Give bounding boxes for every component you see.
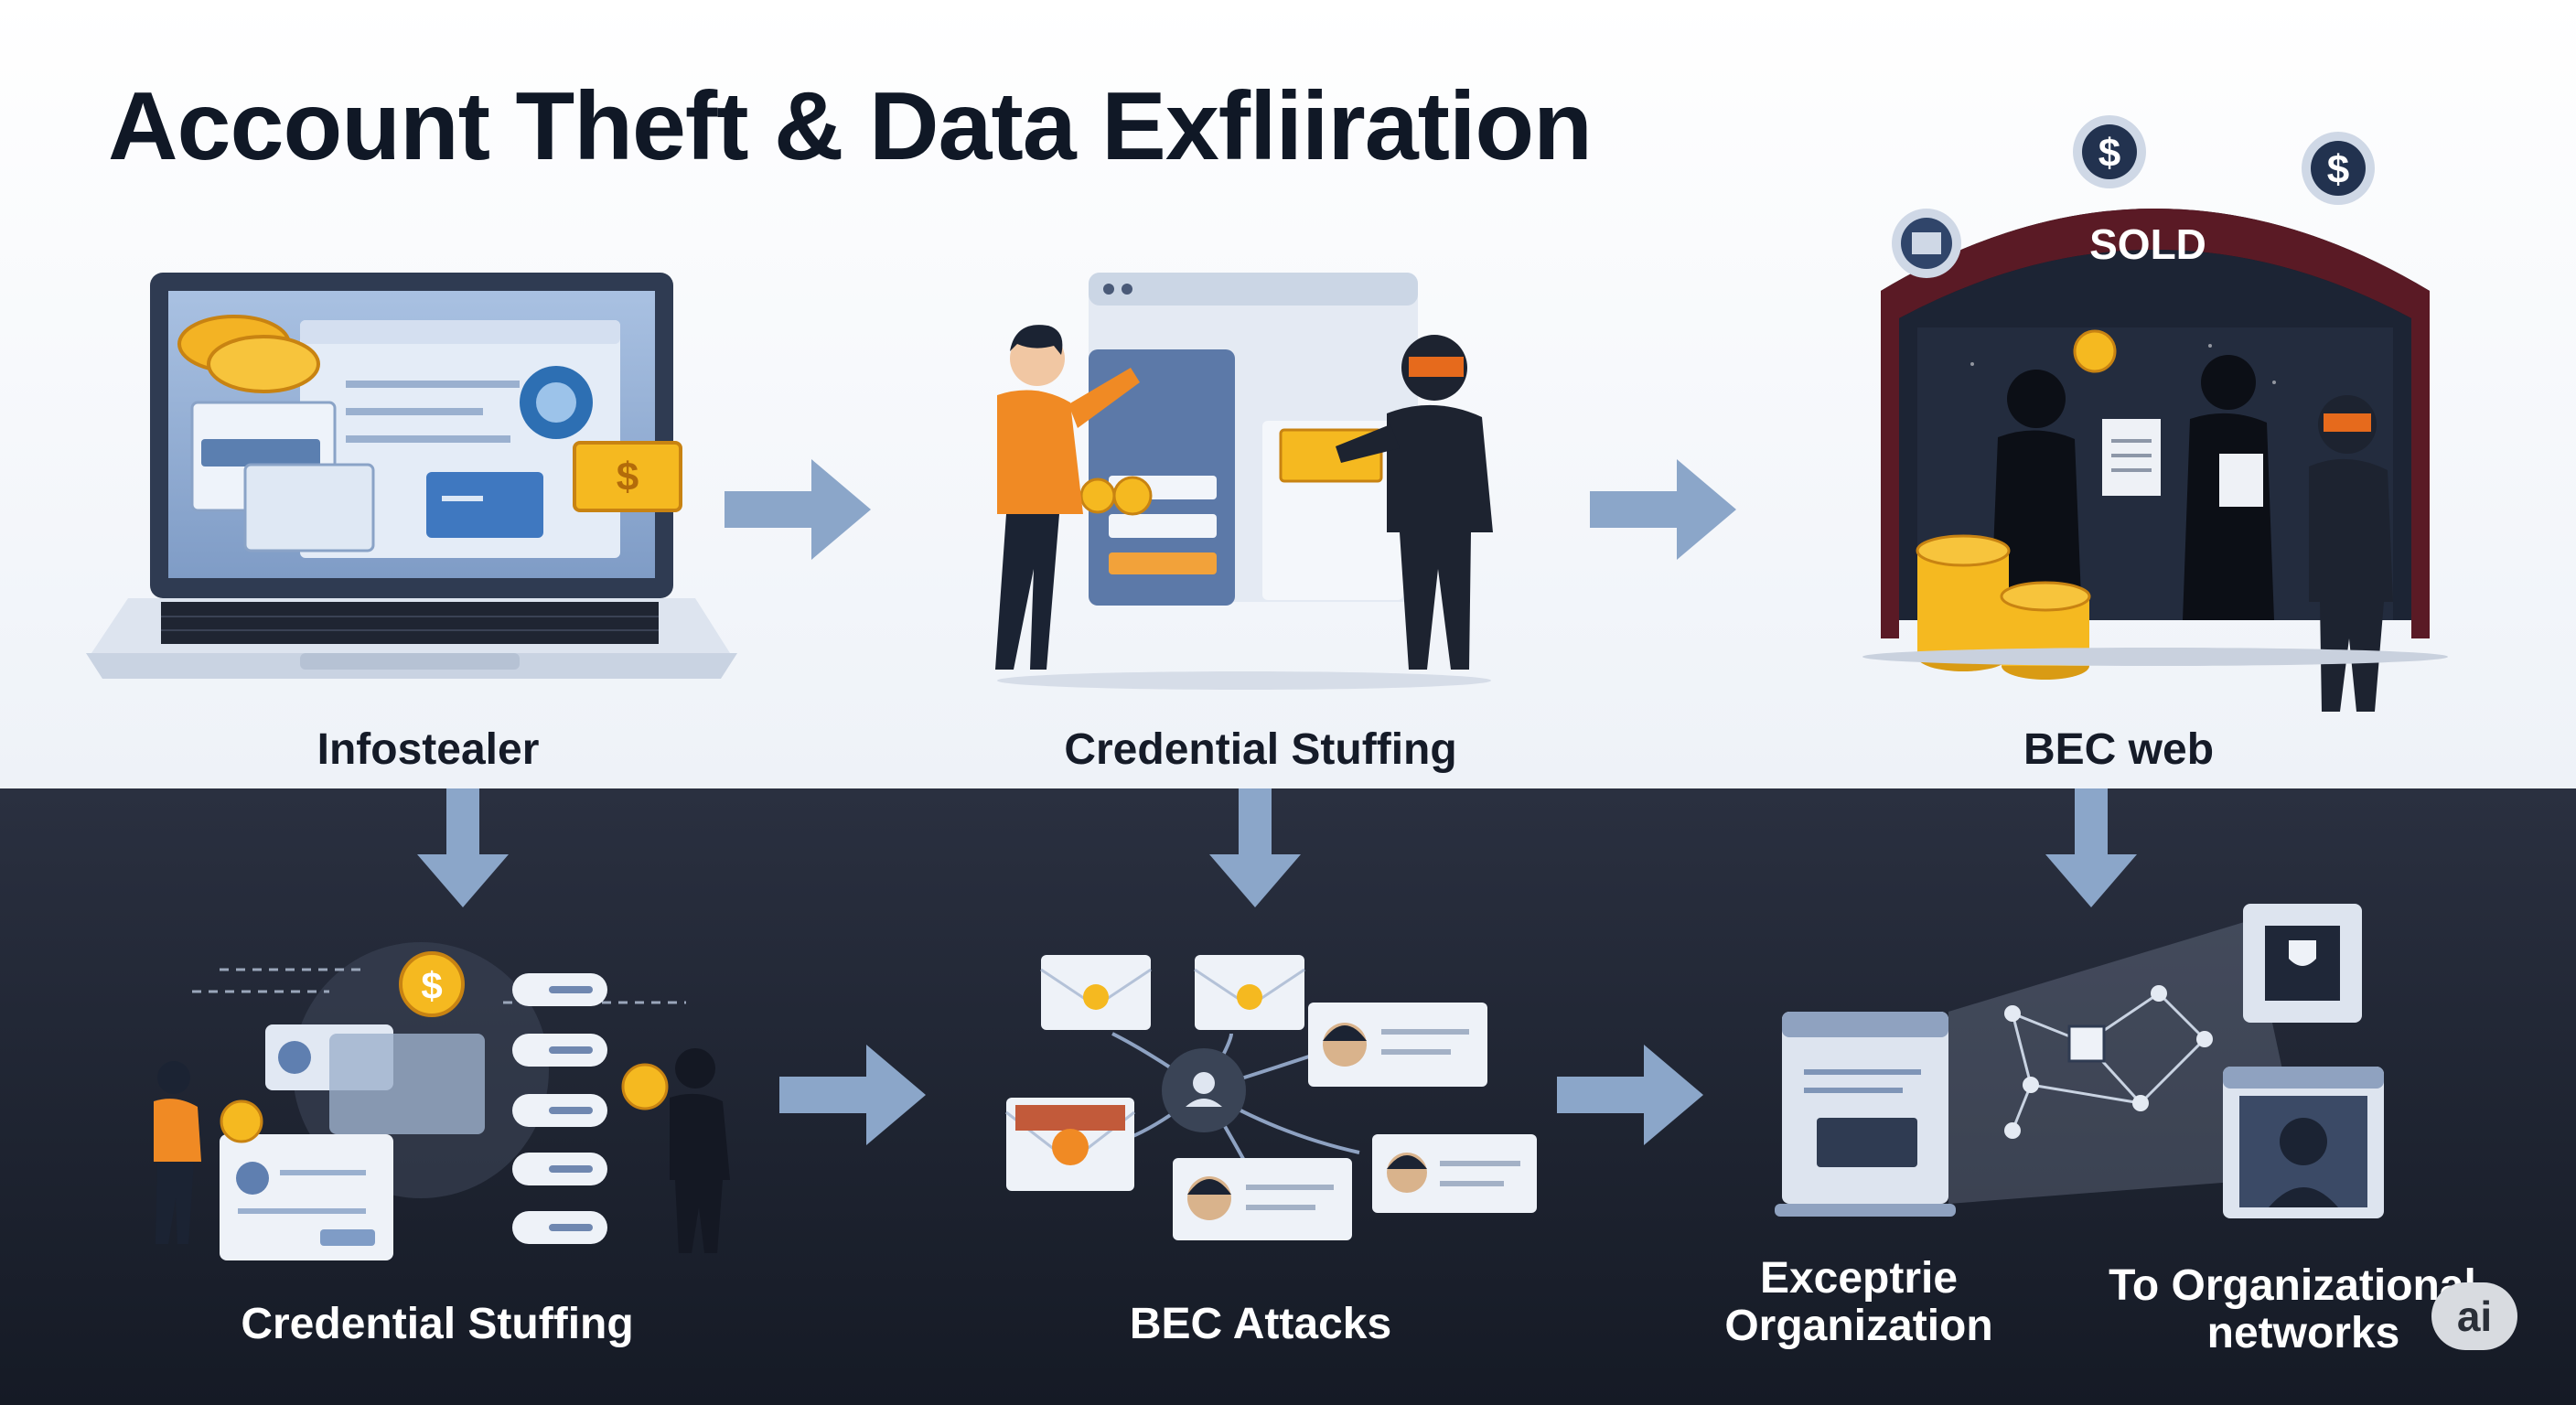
infostealer-laptop-illustration: $ xyxy=(86,273,737,679)
stage-label-bec-attacks: BEC Attacks xyxy=(1129,1300,1392,1348)
page-title: Account Theft & Data Exfliiration xyxy=(108,72,1593,180)
organization-exfiltration-scene xyxy=(1775,904,2384,1218)
arrow-down-icon xyxy=(417,788,509,907)
stage-label-exceptrie-line2: Organization xyxy=(1724,1302,1993,1350)
dark-web-marketplace-scene: $ $ xyxy=(1862,115,2448,712)
stage-label-exceptrie-line1: Exceptrie xyxy=(1759,1254,1959,1303)
svg-text:$: $ xyxy=(2327,147,2349,192)
stage-label-infostealer: Infostealer xyxy=(317,725,540,774)
stage-label-bec-web: BEC web xyxy=(2023,725,2215,774)
arrow-right-icon xyxy=(724,459,871,560)
arrow-down-icon xyxy=(1209,788,1301,907)
credential-stuffing-pipeline-scene: $ xyxy=(154,942,730,1260)
stage-label-credential-stuffing-bottom: Credential Stuffing xyxy=(241,1300,634,1348)
stage-label-org-networks-line2: networks xyxy=(2206,1309,2400,1357)
sold-sign: SOLD xyxy=(2089,220,2206,268)
svg-text:$: $ xyxy=(421,964,442,1007)
svg-text:$: $ xyxy=(617,455,639,499)
stage-label-credential-stuffing-top: Credential Stuffing xyxy=(1064,725,1457,774)
bec-attacks-network-scene xyxy=(1005,955,1537,1240)
arrow-right-icon xyxy=(1590,459,1736,560)
svg-text:$: $ xyxy=(2098,131,2120,176)
stage-label-org-networks-line1: To Organizational xyxy=(2109,1261,2476,1310)
ai-badge: ai xyxy=(2431,1282,2517,1350)
credential-stuffing-scene xyxy=(995,273,1493,690)
arrow-right-icon xyxy=(1557,1045,1703,1145)
arrow-right-icon xyxy=(779,1045,926,1145)
arrow-down-icon xyxy=(2045,788,2137,907)
